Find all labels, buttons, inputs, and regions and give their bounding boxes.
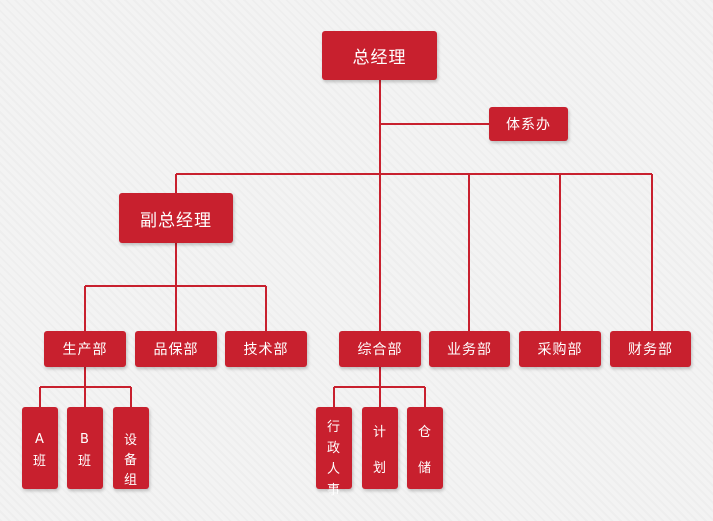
warehouse-label: 仓储 [417,425,432,476]
node-tech-dept: 技术部 [225,331,307,367]
node-equipment-group: 设备组 [113,407,149,489]
planning-label: 计划 [372,425,387,476]
node-quality-dept: 品保部 [135,331,217,367]
node-finance-dept: 财务部 [610,331,691,367]
node-team-a: A班 [22,407,58,489]
node-system-office: 体系办 [489,107,568,141]
team-a-label: A班 [32,432,47,469]
node-deputy-manager: 副总经理 [119,193,233,243]
node-general-manager: 总经理 [322,31,437,80]
admin-hr-label: 行政人事 [326,420,341,498]
node-team-b: B班 [67,407,103,489]
node-admin-hr: 行政人事 [316,407,352,498]
node-production-dept: 生产部 [44,331,126,367]
node-purchasing-dept: 采购部 [519,331,601,367]
node-business-dept: 业务部 [429,331,510,367]
node-planning: 计划 [362,407,398,489]
node-warehouse: 仓储 [407,407,443,489]
node-general-dept: 综合部 [339,331,421,367]
equipment-group-label: 设备组 [123,433,138,488]
team-b-label: B班 [77,432,92,469]
